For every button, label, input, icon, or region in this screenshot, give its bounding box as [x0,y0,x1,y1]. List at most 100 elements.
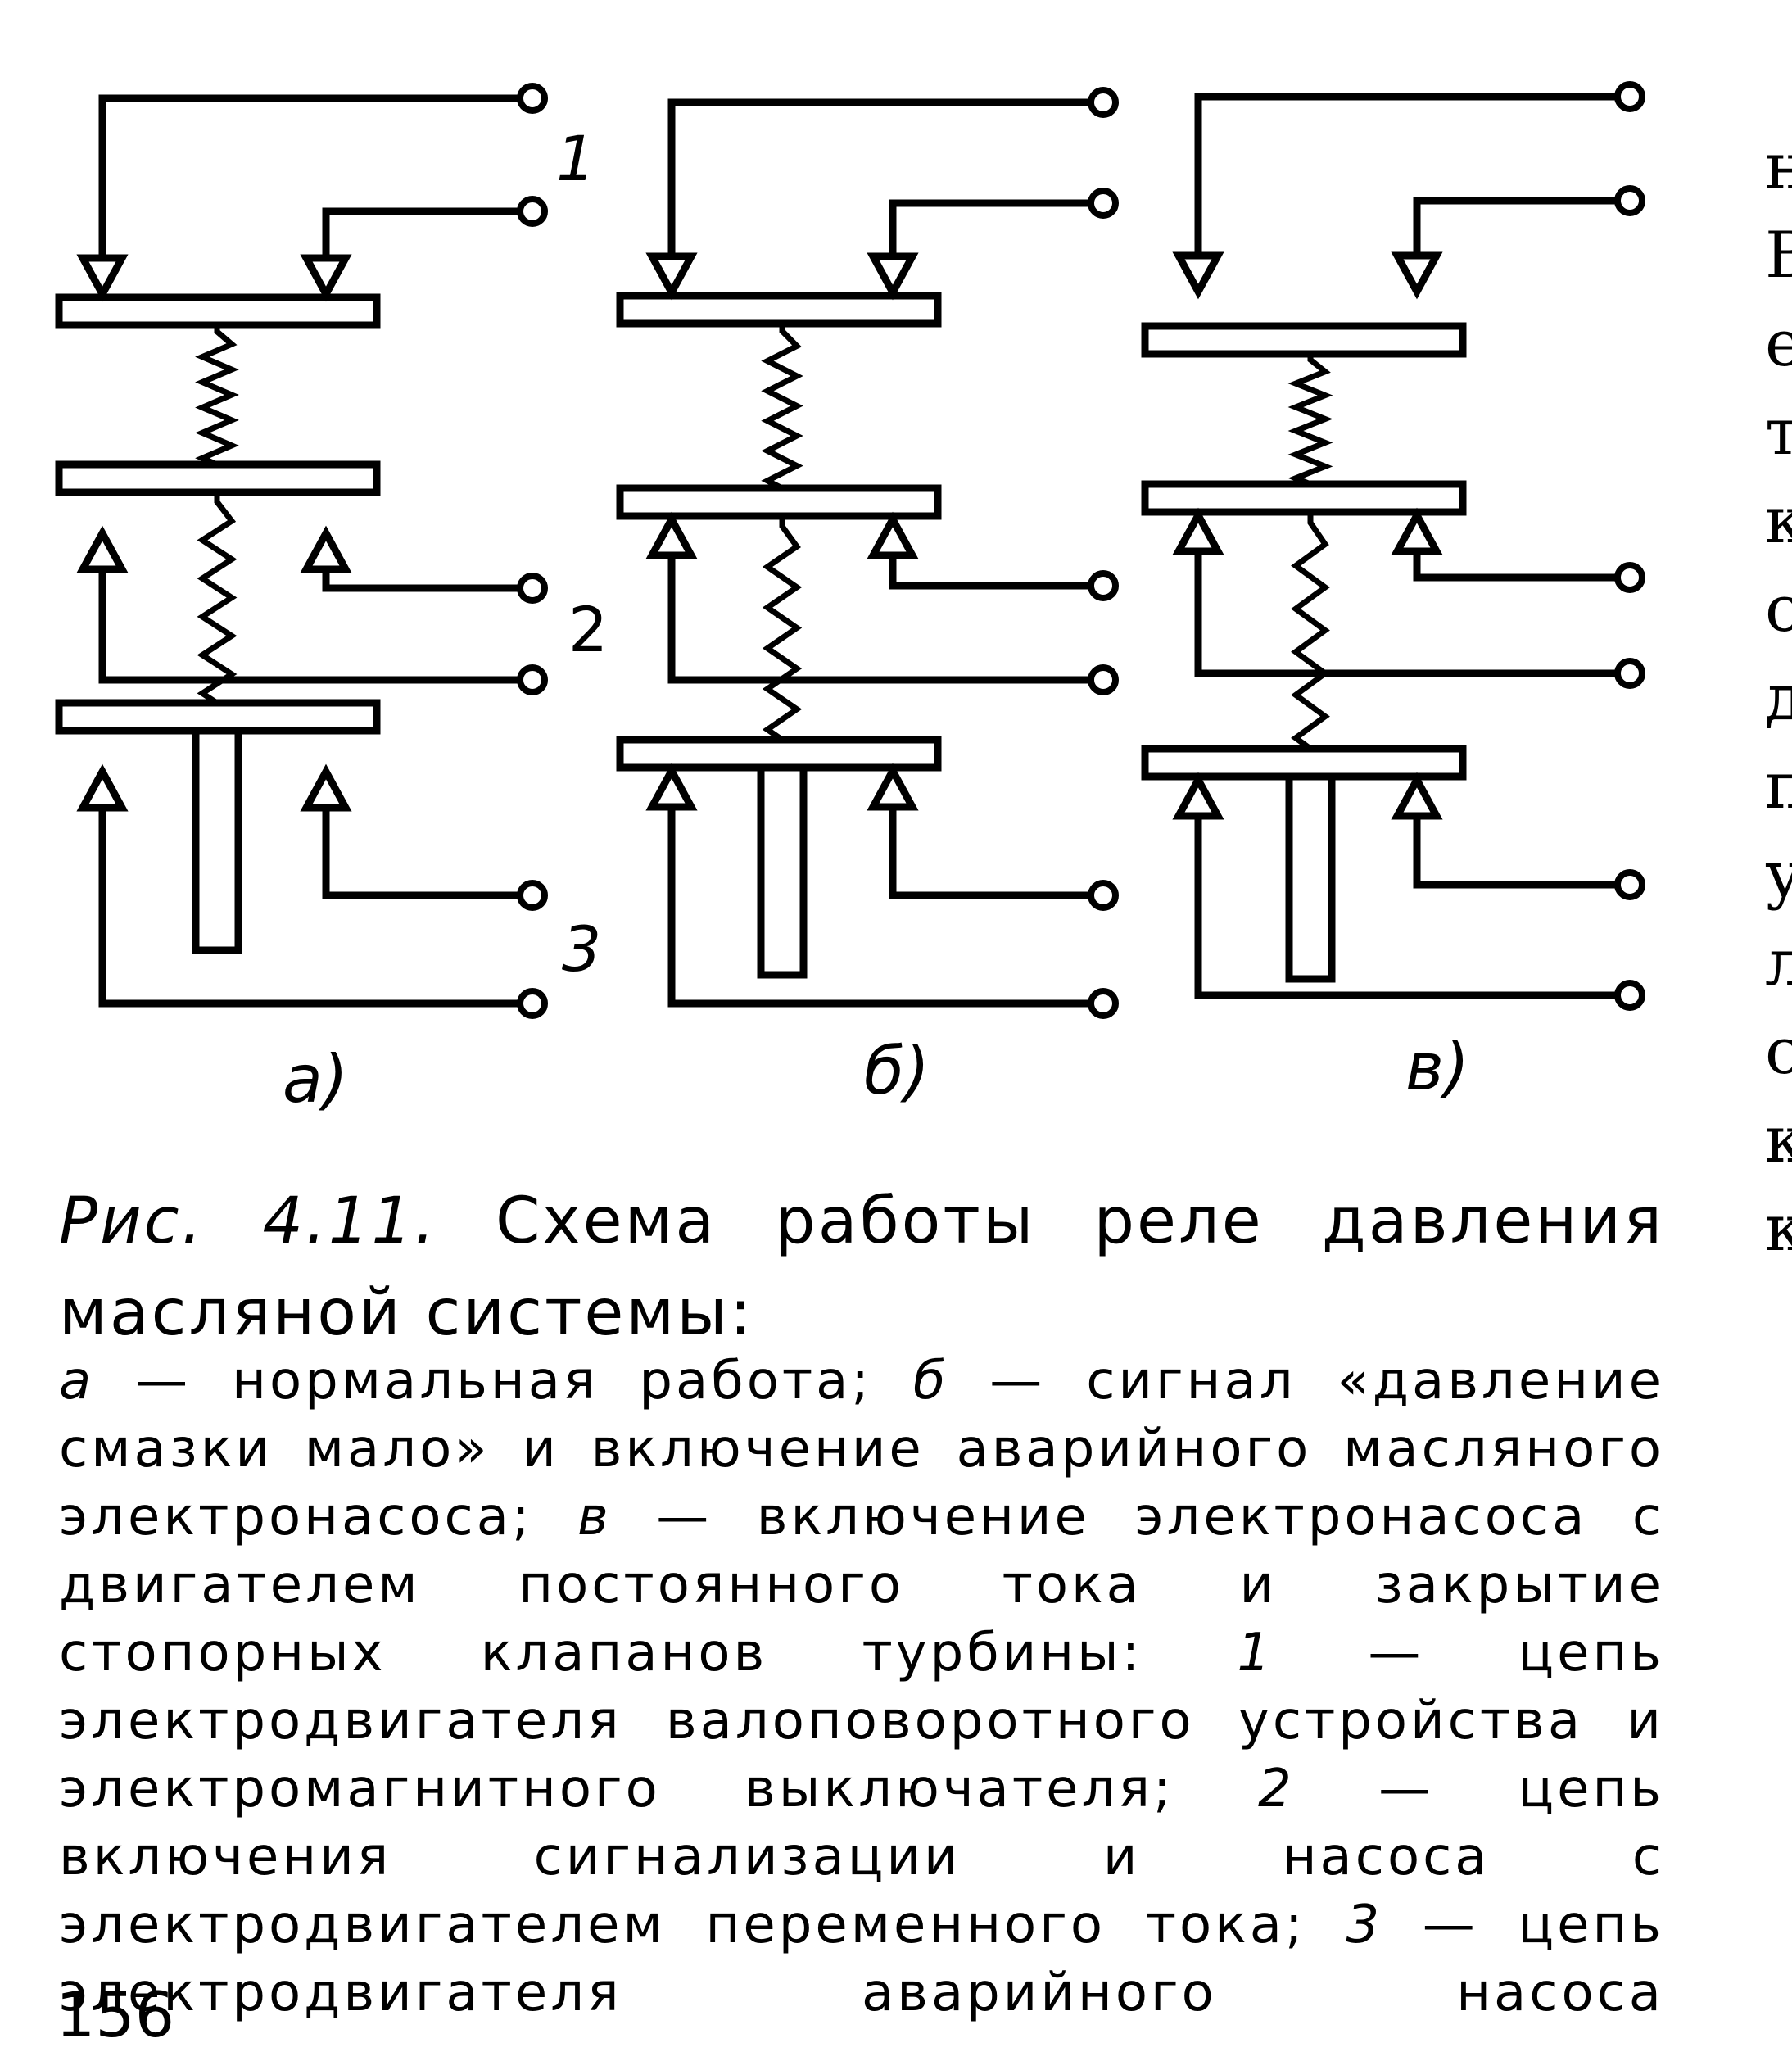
caption-marker: в [577,1487,612,1547]
caption-marker: 2 [1257,1759,1295,1819]
terminal-circle [1088,570,1119,601]
wire [1413,551,1618,582]
wire [322,808,520,899]
caption-text: — цепь электродвигателя аварийного насос… [59,1895,1665,2023]
contact-arrow-up [76,525,129,573]
terminal-circle [1614,81,1645,112]
terminal-circle [517,664,548,695]
spring [762,516,803,742]
contact-arrow-up [1172,772,1224,820]
caption-text: — сигнал «давление смазки мало» и включе… [59,1351,1665,1547]
wire [98,569,520,684]
terminal-circle [1614,185,1645,216]
terminal-group-label-2: 2 [568,593,608,666]
contact-arrow-down [1172,251,1224,300]
caption-marker: б [912,1351,949,1411]
diaphragm-plate-bottom [55,699,381,735]
panel-v [1141,81,1645,1011]
diagram-panels [55,81,1645,1019]
contact-arrow-up [645,511,698,559]
diaphragm-plate-bottom [1141,745,1467,781]
terminal-circle [1088,664,1119,695]
terminal-circle [517,880,548,911]
contact-arrow-up [1391,507,1443,555]
terminal-circle [1088,188,1119,219]
terminal-circle [517,573,548,604]
wire [1413,197,1618,256]
contact-arrow-down [300,254,352,302]
wire [889,807,1091,899]
contact-arrow-up [1391,772,1443,820]
relay-diagram: а) б) в) 1 2 3 [55,81,1645,1117]
plunger-stem [192,727,242,954]
caption-text: — нормальная работа; [94,1351,913,1411]
figure-label: Рис. 4.11. [59,1185,437,1258]
wire [98,94,520,258]
contact-arrow-up [300,763,352,812]
spring [197,492,238,705]
figure-caption-title: Рис. 4.11. Схема работы реле давления ма… [59,1175,1664,1359]
terminal-circle [1614,562,1645,593]
panel-label-v: в) [1405,1029,1469,1105]
wire [1413,816,1618,889]
contact-arrow-up [300,525,352,573]
terminal-circle [1088,988,1119,1019]
wire [1194,551,1618,677]
wire [889,199,1091,256]
panel-b [616,87,1119,1019]
spring [761,324,803,491]
contact-arrow-down [1391,251,1443,300]
terminal-circle [1088,880,1119,911]
caption-marker: 3 [1346,1895,1383,1955]
figure-title: Схема работы реле давления масляной сист… [59,1185,1664,1350]
terminal-circle [517,196,548,227]
terminal-circle [517,83,548,114]
wire [889,555,1091,590]
contact-arrow-down [867,252,919,301]
caption-text: — цепь электродвигателя валоповоротного … [59,1623,1664,1819]
panel-label-a: а) [283,1041,348,1117]
wire [667,555,1091,684]
caption-marker: а [59,1351,95,1411]
wire [322,207,520,258]
contact-arrow-down [76,254,129,302]
terminal-circle [1088,87,1119,118]
spring [1291,512,1330,751]
page-number: 156 [56,1978,175,2051]
contact-arrow-up [867,511,919,559]
terminal-circle [1614,980,1645,1011]
caption-marker: 1 [1237,1623,1274,1683]
contact-arrow-up [76,763,129,812]
figure-caption-body: а — нормальная работа; б — сигнал «давле… [59,1348,1664,2027]
panel-label-b: б) [864,1033,930,1109]
spring [195,325,239,468]
plunger-stem [757,763,808,979]
plunger-stem [1285,772,1336,983]
contact-arrow-up [867,763,919,811]
wire [667,98,1091,256]
terminal-circle [517,988,548,1019]
contact-arrow-down [645,252,698,301]
adjacent-page-edge-text: н В е т к с д п у л с к к [1765,130,1792,1266]
contact-arrow-up [1172,507,1224,555]
contact-arrow-up [645,763,698,811]
diaphragm-plate-top [616,292,942,328]
diaphragm-plate-top [1141,322,1467,358]
terminal-group-label-1: 1 [556,122,595,195]
diaphragm-plate-middle [1141,480,1467,516]
terminal-circle [1614,658,1645,689]
panel-a [55,83,548,1019]
diaphragm-plate-bottom [616,736,942,772]
terminal-circle [1614,869,1645,900]
diaphragm-plate-middle [616,484,942,520]
wire [98,808,520,1008]
wire [1194,93,1618,256]
wire [1194,816,1618,999]
caption-text: — включение электронасоса с двигателем п… [59,1487,1664,1683]
caption-text: — цепь включения сигнализации и насоса с… [59,1759,1664,1955]
terminal-group-label-3: 3 [562,913,601,985]
wire [667,807,1091,1008]
diaphragm-plate-middle [55,460,381,496]
diaphragm-plate-top [55,293,381,329]
wire [322,569,520,592]
